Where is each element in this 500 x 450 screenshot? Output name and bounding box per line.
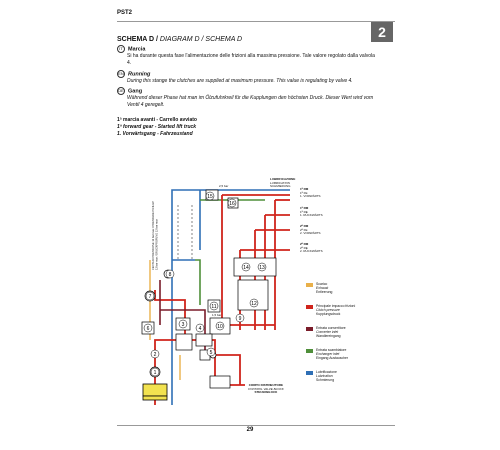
lubrication-lines bbox=[171, 189, 290, 405]
legend-swatch-exhaust bbox=[306, 283, 313, 287]
page-number: 29 bbox=[246, 427, 254, 433]
clutch-pressure-lines bbox=[154, 194, 290, 405]
flag-it-icon: IT bbox=[117, 45, 125, 53]
svg-text:1: 1 bbox=[154, 370, 157, 376]
flag-en-icon: EN bbox=[117, 70, 125, 78]
legend-swatch-lubrication bbox=[306, 371, 313, 375]
schema-title: SCHEMA D / DIAGRAM D / SCHEMA D bbox=[117, 36, 243, 43]
gear-label-4: 2ª RM 2ª RE 2. RÜCKWÄRTS bbox=[300, 242, 323, 254]
page-badge: 2 bbox=[371, 22, 393, 42]
svg-text:16: 16 bbox=[229, 201, 235, 207]
components bbox=[141, 189, 277, 389]
flag-de-icon: DE bbox=[117, 87, 125, 95]
svg-text:13: 13 bbox=[259, 265, 265, 271]
pressure-pickup-label: CENTA DI PRESSIONE 12 bar max / PRESSURE… bbox=[152, 201, 159, 270]
svg-text:11: 11 bbox=[211, 304, 216, 310]
legend-swatch-converter bbox=[306, 327, 313, 331]
svg-text:7: 7 bbox=[149, 294, 152, 300]
gear-label-2: 1ª RM 1ª RE 1. RÜCKWÄRTS bbox=[300, 206, 323, 218]
svg-text:15: 15 bbox=[207, 194, 213, 200]
oil-tank bbox=[142, 383, 168, 401]
svg-text:3: 3 bbox=[182, 322, 185, 328]
svg-text:5: 5 bbox=[210, 350, 213, 356]
gear-label-3: 2ª RM 2ª FE 2. VORWÄRTS bbox=[300, 224, 321, 236]
header-rule bbox=[117, 21, 395, 22]
svg-text:14: 14 bbox=[243, 265, 249, 271]
callouts: 15 16 14 13 12 8 11 7 10 9 6 3 4 2 1 5 bbox=[143, 191, 267, 377]
doc-code: PST2 bbox=[117, 10, 133, 16]
pressure-label-2: 1,5 bar bbox=[212, 313, 222, 317]
footer-rule bbox=[117, 425, 395, 426]
lubrication-label: LUBRIFICAZIONE LUBRICATION SCHMIERUNG bbox=[270, 177, 296, 189]
svg-text:6: 6 bbox=[147, 326, 150, 332]
control-valve-label: CORPO DISTRIBUTORE CONTROL VALVE BLOCK S… bbox=[248, 383, 284, 395]
gear-caption: 1ª marcia avanti - Carrello avviato 1ª f… bbox=[117, 117, 197, 137]
svg-text:8: 8 bbox=[169, 272, 172, 278]
svg-text:2: 2 bbox=[154, 352, 157, 358]
legend-swatch-clutch bbox=[306, 305, 313, 309]
legend-swatch-exchanger bbox=[306, 349, 313, 353]
svg-text:4: 4 bbox=[199, 326, 202, 332]
svg-text:9: 9 bbox=[239, 316, 242, 322]
svg-text:10: 10 bbox=[217, 324, 223, 330]
pressure-label: 2,5 bar bbox=[219, 184, 229, 188]
svg-text:12: 12 bbox=[251, 301, 257, 307]
gear-label-1: 1ª RM 1ª FE 1. VORWÄRTS bbox=[300, 187, 321, 199]
